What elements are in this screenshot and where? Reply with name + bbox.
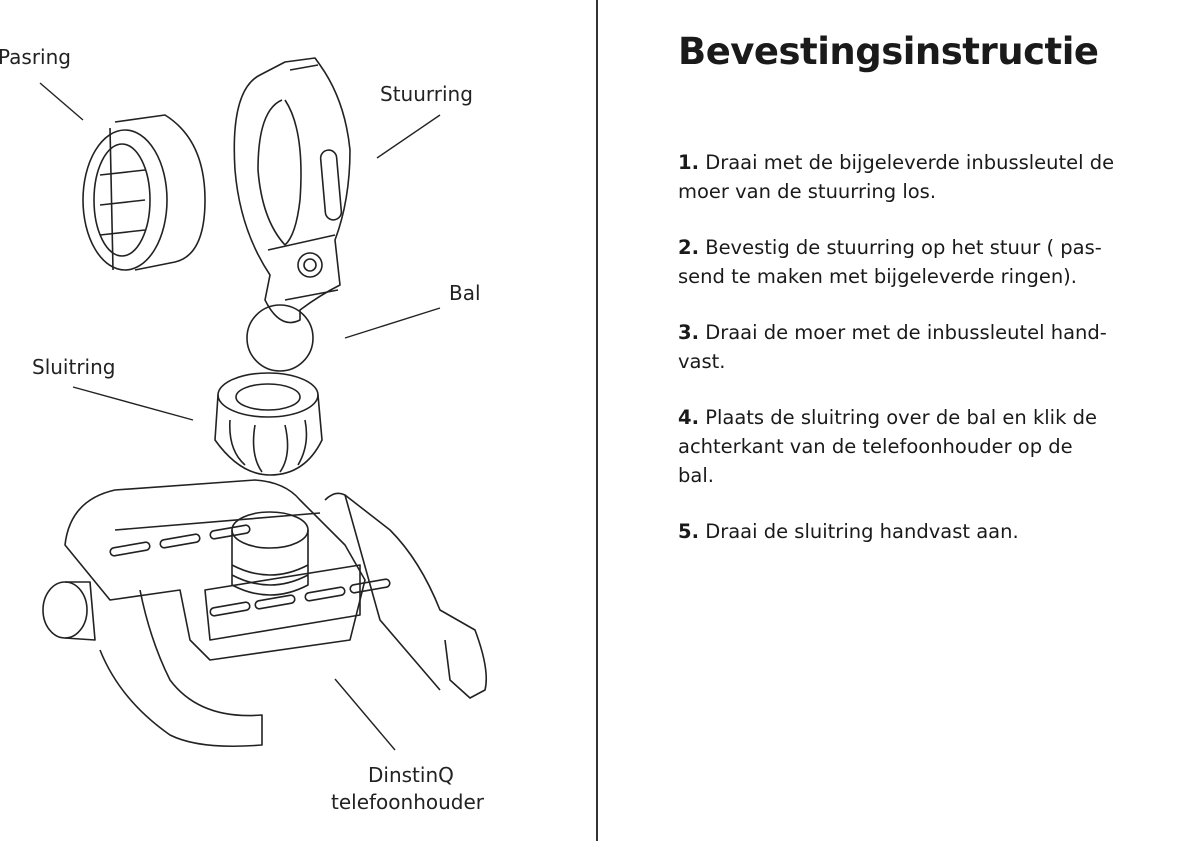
step-text: Draai de sluitring handvast aan. xyxy=(705,520,1019,543)
center-socket xyxy=(231,511,309,596)
step-text: bal. xyxy=(678,464,714,487)
column-divider xyxy=(596,0,598,841)
step-line: achterkant van de telefoonhouder op de xyxy=(678,432,1198,461)
instruction-step: 5. Draai de sluitring handvast aan. xyxy=(678,517,1198,546)
label-sluitring: Sluitring xyxy=(32,355,116,379)
telefoonhouder-part xyxy=(42,479,488,748)
step-number: 2. xyxy=(678,236,699,259)
step-number: 1. xyxy=(678,151,699,174)
step-text: moer van de stuurring los. xyxy=(678,180,937,203)
instruction-step: 1. Draai met de bijgeleverde inbussleute… xyxy=(678,148,1198,206)
leader-lines xyxy=(39,82,441,751)
exploded-assembly-drawing xyxy=(39,57,488,751)
step-line: 2. Bevestig de stuurring op het stuur ( … xyxy=(678,233,1198,262)
step-line: vast. xyxy=(678,347,1198,376)
step-line: 4. Plaats de sluitring over de bal en kl… xyxy=(678,403,1198,432)
page-title: Bevestingsinstructie xyxy=(678,30,1099,73)
instruction-step: 4. Plaats de sluitring over de bal en kl… xyxy=(678,403,1198,490)
pasring-part xyxy=(82,114,206,271)
step-line: bal. xyxy=(678,461,1198,490)
label-holder-type: telefoonhouder xyxy=(331,790,485,814)
step-line: send te maken met bijgeleverde ringen). xyxy=(678,262,1198,291)
stuurring-part xyxy=(233,57,351,324)
step-text: send te maken met bijgeleverde ringen). xyxy=(678,265,1077,288)
step-line: moer van de stuurring los. xyxy=(678,177,1198,206)
step-number: 3. xyxy=(678,321,699,344)
step-text: Draai met de bijgeleverde inbussleutel d… xyxy=(705,151,1115,174)
step-number: 5. xyxy=(678,520,699,543)
label-holder-name: DinstinQ xyxy=(368,763,454,787)
step-text: Draai de moer met de inbussleutel hand- xyxy=(705,321,1107,344)
step-line: 5. Draai de sluitring handvast aan. xyxy=(678,517,1198,546)
instruction-step: 2. Bevestig de stuurring op het stuur ( … xyxy=(678,233,1198,291)
instruction-steps: 1. Draai met de bijgeleverde inbussleute… xyxy=(678,148,1198,573)
step-text: vast. xyxy=(678,350,726,373)
instruction-step: 3. Draai de moer met de inbussleutel han… xyxy=(678,318,1198,376)
step-line: 1. Draai met de bijgeleverde inbussleute… xyxy=(678,148,1198,177)
label-pasring: Pasring xyxy=(0,45,71,69)
sluitring-part xyxy=(214,372,323,476)
step-text: achterkant van de telefoonhouder op de xyxy=(678,435,1073,458)
step-number: 4. xyxy=(678,406,699,429)
step-text: Plaats de sluitring over de bal en klik … xyxy=(705,406,1097,429)
label-bal: Bal xyxy=(449,281,481,305)
step-text: Bevestig de stuurring op het stuur ( pas… xyxy=(705,236,1102,259)
bal-part xyxy=(246,304,314,372)
label-stuurring: Stuurring xyxy=(380,82,473,106)
slots xyxy=(109,524,391,617)
step-line: 3. Draai de moer met de inbussleutel han… xyxy=(678,318,1198,347)
